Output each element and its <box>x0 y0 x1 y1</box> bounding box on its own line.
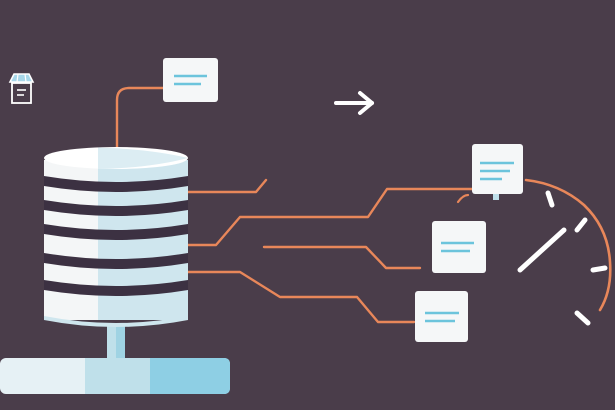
card-middle-right <box>432 221 486 273</box>
connector-lower <box>184 270 416 324</box>
connector-hook <box>456 193 470 204</box>
gauge-needle <box>517 227 567 273</box>
connector-upper <box>184 187 474 247</box>
connector-middle <box>262 245 422 270</box>
gauge-tick <box>590 265 608 273</box>
gauge-tick <box>545 190 555 208</box>
connector-lines <box>115 86 474 324</box>
card-upper-right <box>472 144 523 200</box>
connector-top <box>115 86 165 150</box>
card-top-center <box>163 58 218 102</box>
arrow-right-icon <box>334 91 374 115</box>
storefront-icon <box>8 73 35 104</box>
database-icon <box>0 147 230 394</box>
gauge-arc <box>524 178 612 312</box>
gauge-tick <box>574 310 591 326</box>
gauge-tick <box>574 217 588 233</box>
speedometer-icon <box>517 178 612 326</box>
database-stripes <box>44 176 188 296</box>
card-lower-right <box>415 291 468 342</box>
connector-short <box>184 178 268 194</box>
